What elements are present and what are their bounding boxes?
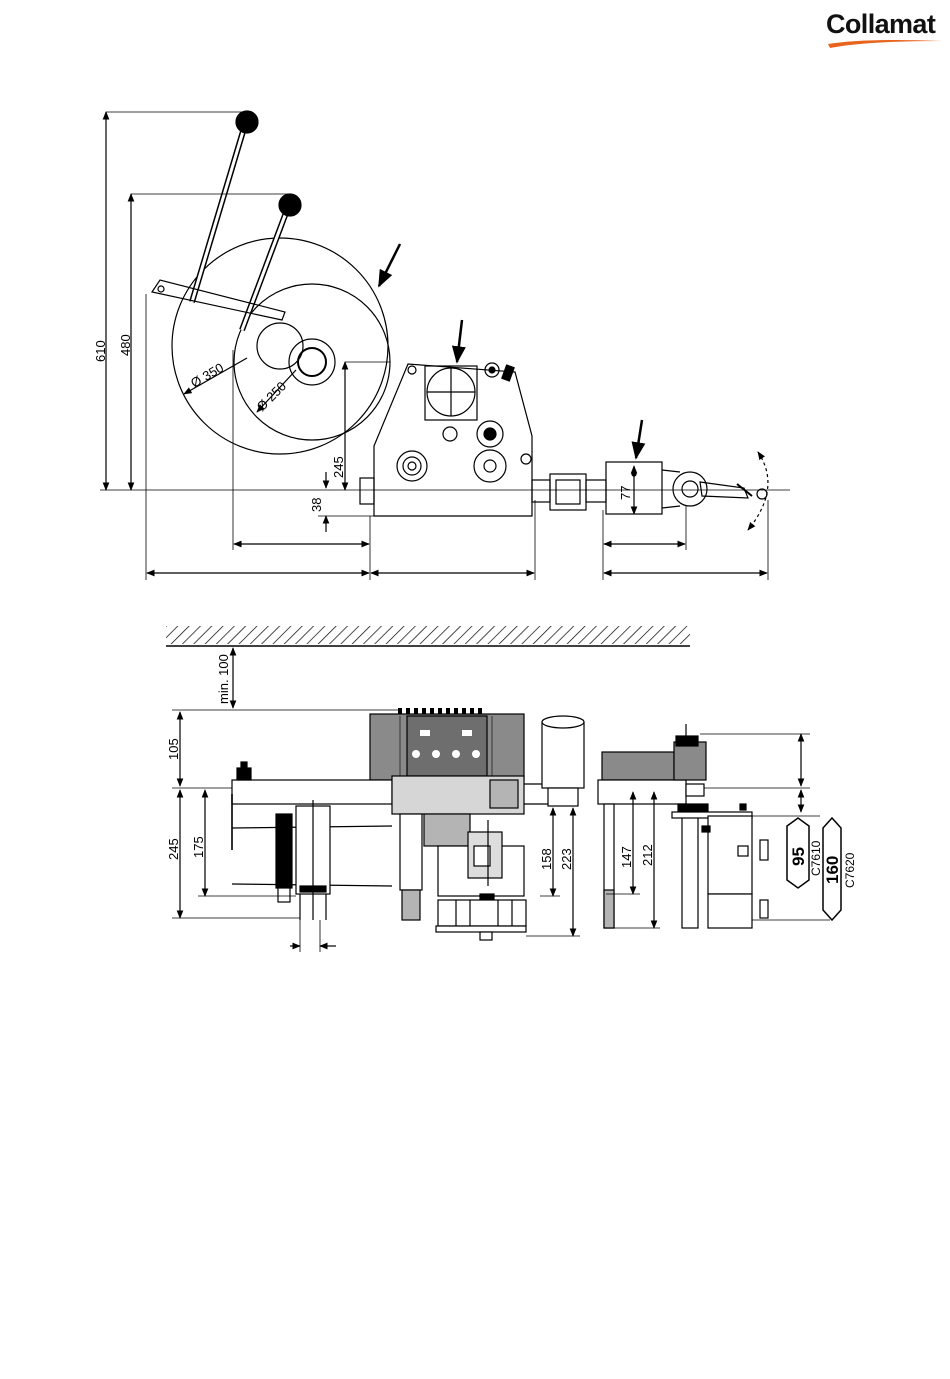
front-view xyxy=(166,626,841,952)
label-roll-front xyxy=(276,814,292,888)
panel-button[interactable] xyxy=(452,750,460,758)
dim-head-long: 212 xyxy=(640,844,655,866)
short-lever xyxy=(242,194,301,330)
control-panel xyxy=(407,716,487,776)
small-roll-hub xyxy=(298,348,326,376)
model-small-name: C7610 xyxy=(809,840,823,876)
side-view xyxy=(100,111,790,580)
long-lever xyxy=(192,111,258,302)
roll-arm xyxy=(232,780,392,804)
applicator-module xyxy=(602,752,674,780)
model-small-value: 95 xyxy=(789,847,808,866)
dim-head-short: 147 xyxy=(619,846,634,868)
model-large-value: 160 xyxy=(823,856,842,884)
dim-base-offset: 38 xyxy=(309,498,324,512)
dim-height-short-lever: 480 xyxy=(118,334,133,356)
nozzle-cylinder xyxy=(542,722,584,788)
panel-button[interactable] xyxy=(432,750,440,758)
dim-small-roll-diameter: Ø 250 xyxy=(254,378,290,414)
dim-min-clearance: min. 100 xyxy=(216,654,231,704)
model-large-name: C7620 xyxy=(843,852,857,888)
panel-button[interactable] xyxy=(472,750,480,758)
dim-top-block: 105 xyxy=(166,738,181,760)
applicator-roller xyxy=(673,472,707,506)
panel-button[interactable] xyxy=(412,750,420,758)
spindle xyxy=(397,451,427,481)
ceiling-hatch xyxy=(166,626,690,644)
dim-roll-height: 175 xyxy=(191,836,206,858)
dim-axis-height: 245 xyxy=(331,456,346,478)
dim-nozzle-short: 158 xyxy=(539,848,554,870)
dim-nozzle-long: 223 xyxy=(559,848,574,870)
drive-roller-bottom xyxy=(474,450,506,482)
dim-applicator-height: 77 xyxy=(618,486,633,500)
dim-height-long-lever: 610 xyxy=(93,340,108,362)
dim-large-roll-diameter: Ø 350 xyxy=(188,360,226,391)
dim-total-height: 245 xyxy=(166,838,181,860)
